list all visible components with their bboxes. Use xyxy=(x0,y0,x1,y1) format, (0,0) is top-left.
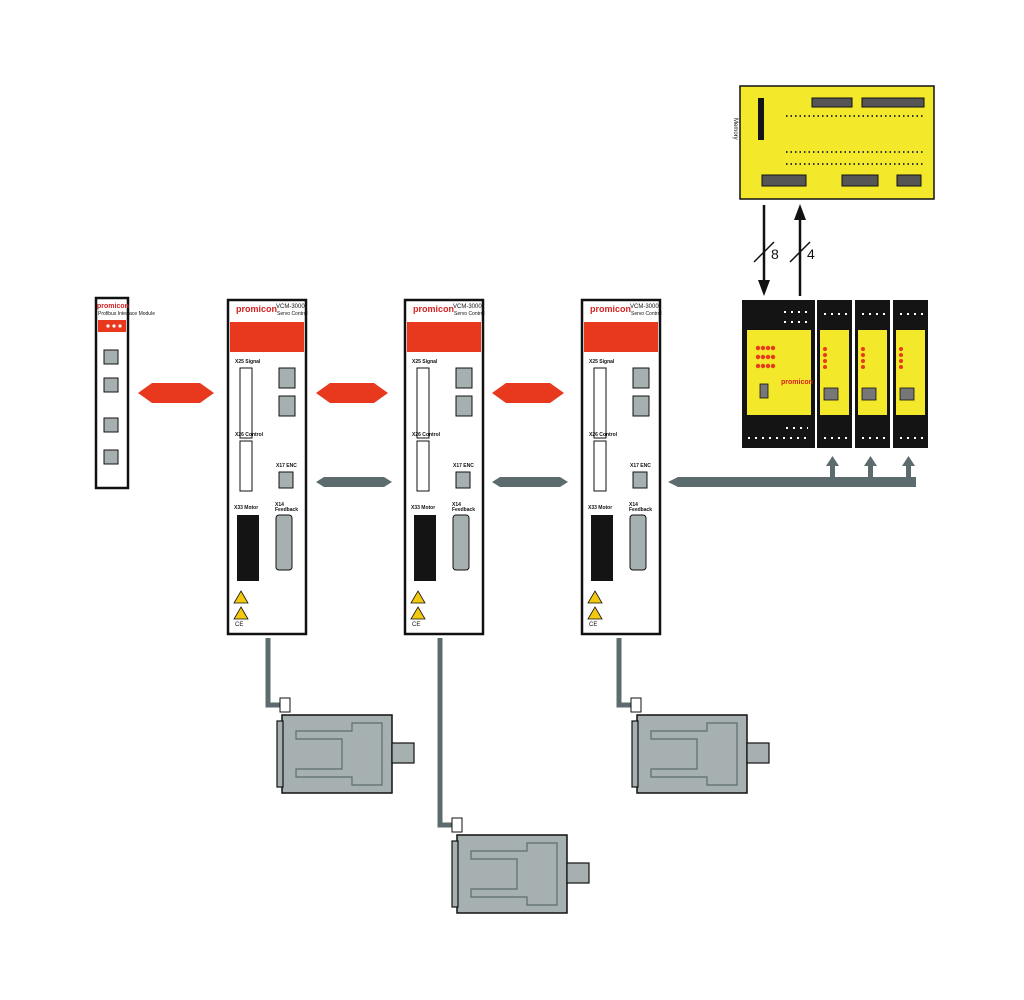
servo-drive-1 xyxy=(226,298,308,636)
io-station-module-2 xyxy=(855,300,890,448)
encoder-bus-2 xyxy=(492,477,568,487)
memory-slot xyxy=(758,98,764,140)
motor-cable-2 xyxy=(437,638,455,828)
motor-cable-1 xyxy=(265,638,283,708)
fieldbus-arrow-2 xyxy=(316,383,388,403)
io-station-module-3 xyxy=(893,300,928,448)
io-station-leds xyxy=(755,345,903,369)
io-board xyxy=(739,85,935,200)
fieldbus-arrow-1 xyxy=(138,383,214,403)
bus-arrow-down xyxy=(753,205,775,296)
fieldbus-arrow-3 xyxy=(492,383,564,403)
encoder-bus-3 xyxy=(668,456,916,487)
encoder-bus-1 xyxy=(316,477,392,487)
io-station-main xyxy=(742,300,815,448)
motor-cable-3 xyxy=(616,638,634,708)
servo-motor-2 xyxy=(451,834,590,914)
interface-module xyxy=(94,296,130,490)
io-station-module-1 xyxy=(817,300,852,448)
servo-motor-3 xyxy=(631,714,770,794)
bus-arrow-up xyxy=(789,204,811,296)
servo-motor-1 xyxy=(276,714,415,794)
servo-drive-3 xyxy=(580,298,662,636)
servo-drive-2 xyxy=(403,298,485,636)
